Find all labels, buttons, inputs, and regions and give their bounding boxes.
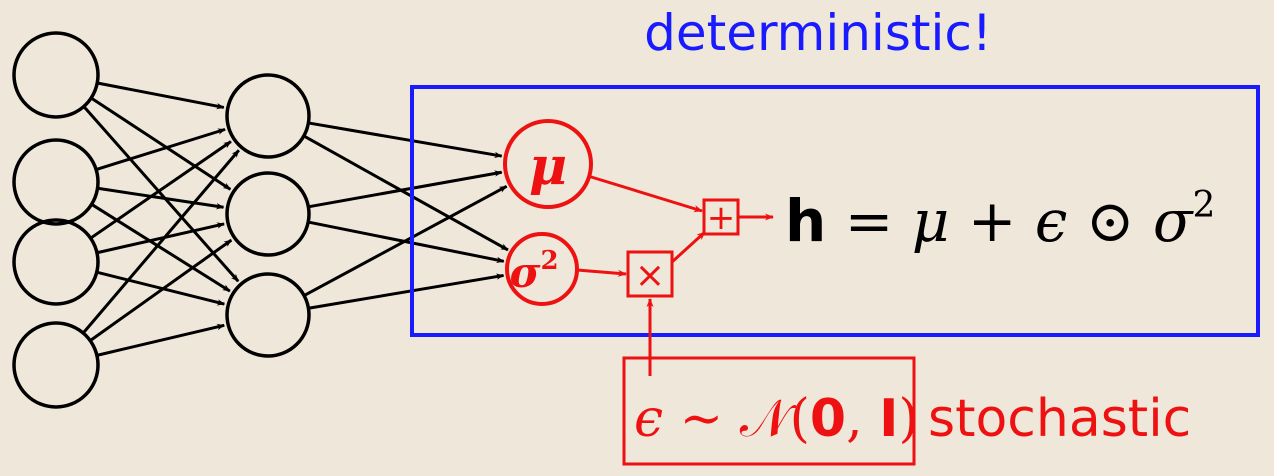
mu-node	[503, 119, 593, 209]
edge-l1-3-l2-0	[82, 149, 240, 334]
edge-l1-1-l2-1	[97, 186, 225, 210]
arrow-sigma-to-times	[576, 268, 627, 277]
edge-l1-0-l2-1	[90, 96, 232, 191]
stochastic-label: stochastic	[928, 389, 1191, 449]
close-paren: )	[899, 389, 919, 449]
edge-l2-2-out-1	[308, 273, 505, 310]
sigma-exponent: 2	[540, 246, 558, 276]
edge-l1-3-l2-2	[96, 323, 225, 357]
hidden-node-1	[225, 171, 311, 257]
identity-matrix: I	[879, 389, 898, 449]
hidden-node-2	[225, 272, 311, 358]
edge-l2-2-out-0	[303, 184, 508, 297]
mu-label: μ	[529, 136, 567, 197]
network-edges	[82, 81, 509, 357]
h-exponent: 2	[1192, 185, 1215, 226]
normal-symbol: 𝒩	[740, 389, 797, 449]
deterministic-box	[410, 85, 1260, 337]
edge-l1-3-l2-1	[89, 238, 233, 342]
edge-l1-2-l2-2	[96, 270, 226, 306]
epsilon-lhs: ϵ ∼	[634, 389, 740, 449]
open-paren: (	[790, 389, 810, 449]
h-rhs: = μ + ϵ ⊙ σ	[826, 187, 1194, 255]
edge-l2-0-out-0	[308, 121, 503, 158]
edge-l2-0-out-1	[303, 134, 509, 252]
h-equation: h = μ + ϵ ⊙ σ2	[785, 185, 1215, 255]
times-operator-icon: ×	[635, 255, 665, 296]
hidden-node-0	[225, 73, 311, 159]
sigma-squared-label: σ2	[509, 246, 558, 297]
sigma-base: σ	[509, 248, 540, 297]
plus-operator-icon: +	[707, 198, 736, 238]
input-node-3	[12, 321, 100, 409]
edge-l1-2-l2-1	[96, 222, 225, 255]
edge-l1-0-l2-0	[96, 81, 225, 110]
epsilon-equation: ϵ ∼ 𝒩(0, I)	[634, 389, 919, 449]
input-node-1	[12, 138, 100, 226]
times-operator-box	[626, 250, 674, 298]
arrow-mu-to-plus	[587, 174, 703, 213]
edge-l1-1-l2-2	[90, 203, 231, 293]
edge-l2-1-out-0	[308, 170, 503, 209]
network-nodes	[12, 31, 311, 409]
epsilon-box	[622, 356, 916, 466]
input-node-0	[12, 31, 100, 119]
edge-l1-2-l2-0	[89, 140, 232, 240]
arrow-times-to-plus	[670, 230, 707, 264]
deterministic-label: deterministic!	[644, 4, 992, 62]
comma: ,	[846, 389, 879, 449]
input-node-2	[12, 218, 100, 306]
sigma-squared-node	[505, 232, 579, 306]
zero-vector: 0	[810, 389, 846, 449]
edge-l1-1-l2-0	[95, 127, 226, 171]
h-symbol: h	[785, 187, 826, 255]
